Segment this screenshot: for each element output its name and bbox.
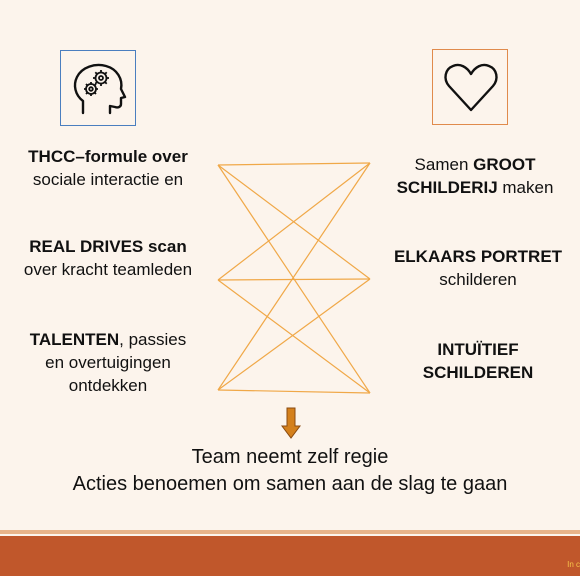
left-item-thcc: THCC–formule over sociale interactie en: [10, 145, 206, 191]
connector-line: [217, 278, 371, 391]
left-item-talenten: TALENTEN, passies en overtuigingen ontde…: [10, 328, 206, 397]
left-item-talenten-line3: ontdekken: [68, 376, 148, 395]
connector-line: [217, 279, 371, 394]
connector-line: [217, 278, 371, 281]
conclusion-text: Team neemt zelf regie Acties benoemen om…: [0, 444, 580, 498]
head-gears-icon-box: [60, 50, 136, 126]
left-item-talenten-bold: TALENTEN: [29, 330, 120, 349]
left-item-talenten-rest: , passies: [119, 330, 187, 349]
right-item-elkaars-portret: ELKAARS PORTRET schilderen: [378, 245, 578, 291]
connector-line: [217, 162, 371, 281]
right-item-groot-bold: GROOT: [473, 155, 536, 174]
right-item-intuitief: INTUÏTIEF SCHILDEREN: [378, 338, 578, 384]
conclusion-line1: Team neemt zelf regie: [191, 446, 389, 468]
right-item-schilderen-bold: SCHILDEREN: [422, 363, 534, 382]
right-item-intuitief-bold: INTUÏTIEF: [437, 340, 519, 359]
heart-icon: [444, 63, 498, 112]
left-item-real-drives-line2: over kracht teamleden: [23, 260, 193, 279]
right-item-portret-bold: ELKAARS PORTRET: [393, 247, 563, 266]
head-gears-icon: [73, 63, 127, 115]
right-item-portret-line2: schilderen: [439, 270, 517, 289]
left-item-real-drives: REAL DRIVES scan over kracht teamleden: [5, 235, 211, 281]
right-item-schilderij-bold: SCHILDERIJ: [396, 178, 498, 197]
left-item-thcc-bold: THCC–formule over: [28, 147, 188, 166]
conclusion-line2: Acties benoemen om samen aan de slag te …: [72, 473, 508, 495]
right-item-groot-schilderij: Samen GROOT SCHILDERIJ maken: [375, 153, 575, 199]
right-item-groot-pre: Samen: [414, 155, 474, 174]
left-item-thcc-line2: sociale interactie en: [32, 170, 184, 189]
footer-divider: [0, 530, 580, 534]
down-arrow-icon: [281, 407, 301, 439]
left-item-real-drives-bold: REAL DRIVES scan: [29, 237, 187, 256]
footer-bar: [0, 536, 580, 576]
connector-line: [217, 389, 371, 394]
connector-line: [217, 162, 371, 166]
footer-text: In c: [567, 560, 580, 569]
connector-line: [217, 162, 371, 391]
heart-icon-box: [432, 49, 508, 125]
left-item-talenten-line2: en overtuigingen: [45, 353, 171, 372]
right-item-groot-post: maken: [497, 178, 554, 197]
